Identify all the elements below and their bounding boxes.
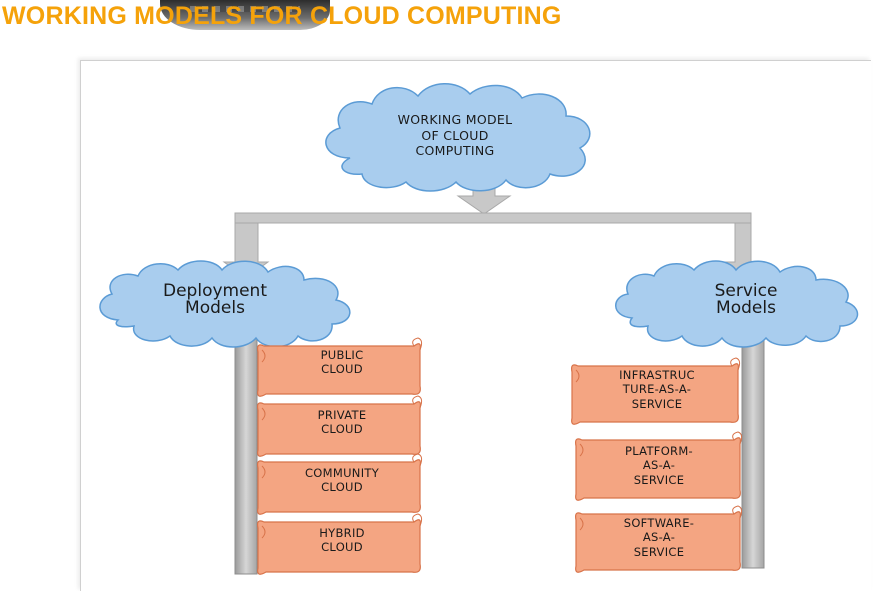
public-cloud-label: PUBLIC CLOUD bbox=[268, 348, 416, 377]
private-cloud-label: PRIVATE CLOUD bbox=[268, 408, 416, 437]
deployment-scrolls bbox=[257, 337, 423, 575]
software-service-label: SOFTWARE- AS-A- SERVICE bbox=[584, 516, 734, 559]
root-line-3: COMPUTING bbox=[415, 143, 495, 159]
hybrid-cloud-label: HYBRID CLOUD bbox=[268, 526, 416, 555]
community-line-2: CLOUD bbox=[321, 480, 363, 495]
paas-line-2: AS-A- bbox=[642, 458, 676, 473]
iaas-line-2: TURE-AS-A- bbox=[622, 382, 692, 397]
public-line-2: CLOUD bbox=[321, 362, 363, 377]
scroll-community-cloud bbox=[257, 459, 421, 515]
pillars bbox=[234, 327, 765, 575]
clouds bbox=[99, 83, 859, 348]
iaas-line-1: INFRASTRUC bbox=[619, 368, 695, 382]
paas-line-1: PLATFORM- bbox=[624, 444, 694, 458]
left-pillar bbox=[234, 327, 258, 575]
deployment-heading-line-2: Models bbox=[185, 298, 245, 318]
service-cloud-shape bbox=[615, 260, 859, 348]
service-heading-line-1: Service bbox=[714, 281, 778, 301]
saas-line-3: SERVICE bbox=[633, 544, 685, 559]
infrastructure-service-label: INFRASTRUC TURE-AS-A- SERVICE bbox=[582, 368, 732, 411]
service-models-label: Service Models bbox=[690, 283, 802, 317]
scroll-public-cloud bbox=[257, 343, 421, 397]
page-title: WORKING MODELS FOR CLOUD COMPUTING bbox=[2, 2, 562, 30]
hybrid-line-1: HYBRID bbox=[319, 526, 365, 540]
iaas-line-3: SERVICE bbox=[631, 396, 683, 411]
saas-line-1: SOFTWARE- bbox=[623, 516, 695, 530]
deployment-models-label: Deployment Models bbox=[150, 283, 280, 317]
service-scrolls bbox=[571, 357, 743, 573]
private-line-1: PRIVATE bbox=[317, 408, 367, 422]
scroll-private-cloud bbox=[257, 401, 421, 457]
community-line-1: COMMUNITY bbox=[304, 466, 380, 480]
private-line-2: CLOUD bbox=[321, 422, 363, 437]
scroll-hybrid-cloud bbox=[257, 519, 421, 575]
community-cloud-label: COMMUNITY CLOUD bbox=[268, 466, 416, 495]
public-line-1: PUBLIC bbox=[320, 348, 364, 362]
hybrid-line-2: CLOUD bbox=[321, 540, 363, 555]
root-cloud-label: WORKING MODEL OF CLOUD COMPUTING bbox=[380, 112, 530, 159]
root-line-1: WORKING MODEL bbox=[397, 112, 513, 127]
service-heading-line-2: Models bbox=[716, 298, 776, 318]
paas-line-3: SERVICE bbox=[633, 472, 685, 487]
horizontal-connector bbox=[234, 212, 752, 224]
saas-line-2: AS-A- bbox=[642, 530, 676, 545]
deployment-cloud-shape bbox=[99, 260, 351, 348]
scroll-software bbox=[575, 511, 741, 573]
platform-service-label: PLATFORM- AS-A- SERVICE bbox=[584, 444, 734, 487]
scroll-infrastructure bbox=[571, 363, 739, 425]
right-pillar bbox=[741, 335, 765, 569]
root-line-2: OF CLOUD bbox=[421, 127, 489, 143]
scroll-platform bbox=[575, 437, 741, 501]
header-chip-decoration bbox=[160, 0, 330, 30]
root-cloud-shape bbox=[325, 83, 591, 192]
deployment-heading-line-1: Deployment bbox=[163, 281, 267, 301]
